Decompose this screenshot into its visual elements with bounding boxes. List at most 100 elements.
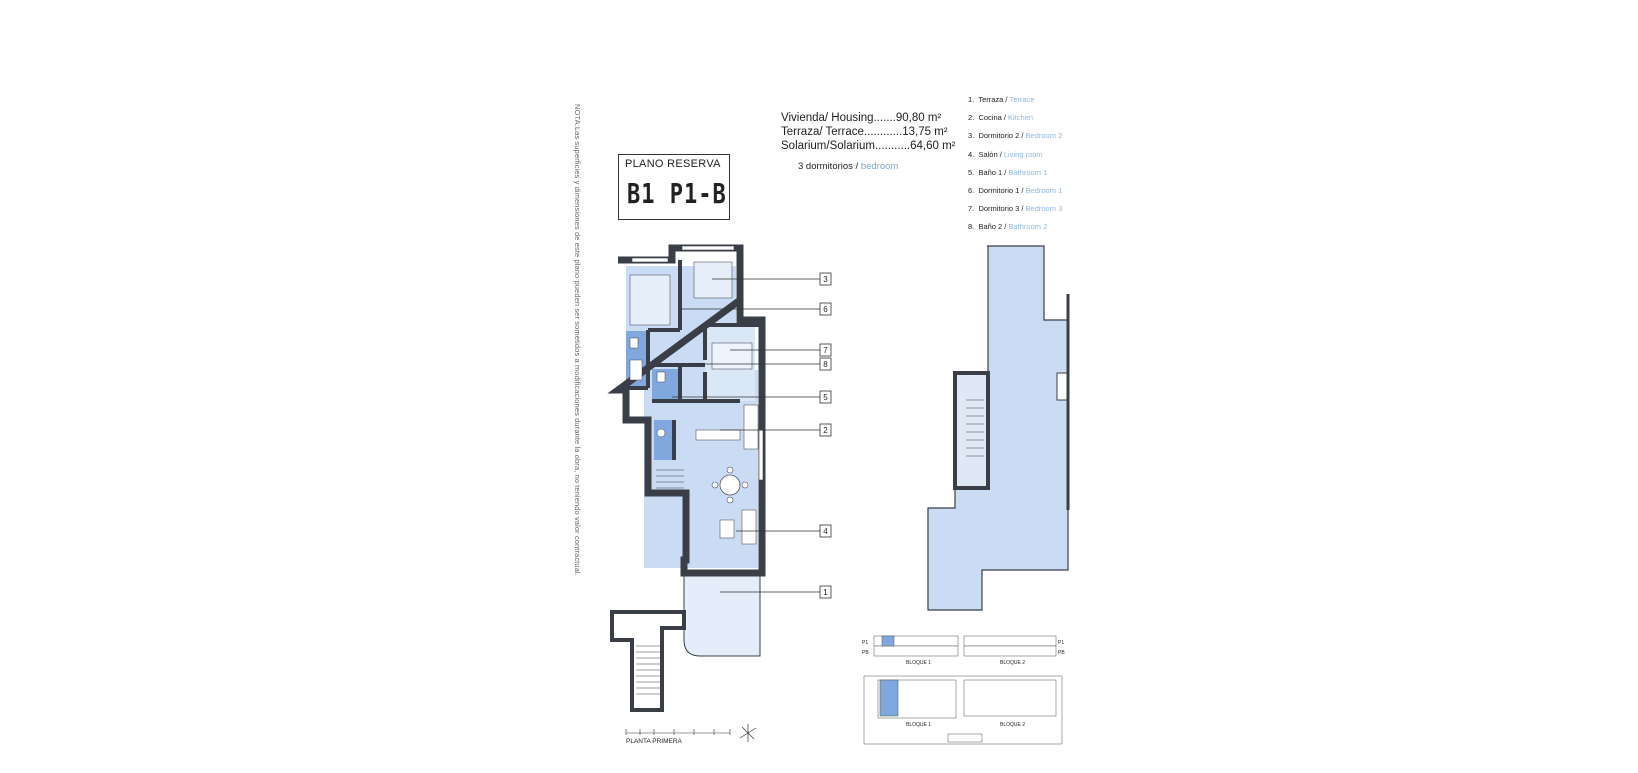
legend-en: Living room bbox=[1003, 149, 1043, 159]
legend-num: 4. bbox=[968, 149, 975, 159]
key-block2-label-site: BLOQUE 2 bbox=[1000, 722, 1025, 728]
legend-en: Terrace bbox=[1009, 95, 1035, 104]
window bbox=[681, 245, 735, 251]
bed-icon bbox=[711, 342, 753, 370]
toilet-icon bbox=[629, 337, 639, 349]
key-plan-labels: BLOQUE 1 BLOQUE 2 BLOQUE 1 BLOQUE 2 P1 P… bbox=[862, 640, 1065, 728]
legend-es: Cocina / bbox=[978, 113, 1006, 123]
key-block1-label-site: BLOQUE 1 bbox=[906, 722, 931, 728]
shower-icon bbox=[629, 359, 643, 381]
area-value: 13,75 m² bbox=[902, 126, 948, 138]
kitchen-island bbox=[695, 429, 741, 441]
laundry-fill bbox=[654, 420, 674, 460]
legend-en: Bedroom 3 bbox=[1025, 204, 1063, 214]
legend-es: Dormitorio 1 / bbox=[978, 185, 1024, 195]
legend-num: 5. bbox=[968, 167, 975, 177]
sofa-icon bbox=[741, 509, 757, 545]
legend-es: Terraza / bbox=[978, 95, 1008, 104]
area-row-terrace: Terraza/ Terrace............13,75 m² bbox=[781, 125, 956, 139]
unit-code: B1 P1-B bbox=[627, 179, 727, 211]
window bbox=[631, 257, 669, 263]
callout-5: 5 bbox=[823, 393, 828, 402]
legend-item: 6. Dormitorio 1 / Bedroom 1 bbox=[968, 186, 1062, 204]
washing-machine-icon bbox=[656, 428, 666, 438]
callout-2: 2 bbox=[823, 426, 828, 435]
area-summary: Vivienda/ Housing.......90,80 m² Terraza… bbox=[781, 111, 956, 153]
callout-7: 7 bbox=[823, 346, 828, 355]
area-value: 64,60 m² bbox=[910, 140, 956, 152]
chair-icon bbox=[741, 481, 749, 489]
first-floor-plan bbox=[607, 244, 766, 712]
legend-num: 6. bbox=[968, 185, 975, 195]
bedroom-count-es: 3 dormitorios / bbox=[798, 161, 859, 172]
legend-en: Bedroom 2 bbox=[1025, 131, 1063, 141]
key-block1-label: BLOQUE 1 bbox=[906, 660, 931, 666]
solarium-plan bbox=[927, 245, 1070, 611]
legend-en: Bathroom 1 bbox=[1008, 167, 1048, 177]
callout-1: 1 bbox=[823, 588, 828, 597]
coffee-table-icon bbox=[719, 519, 735, 539]
scale-bar bbox=[625, 729, 731, 735]
plan-reserve-label: PLANO RESERVA bbox=[625, 158, 721, 170]
toilet-icon bbox=[656, 371, 666, 383]
bedroom-count: 3 dormitorios / bedroom bbox=[798, 161, 898, 172]
legend-item: 8. Baño 2 / Bathroom 2 bbox=[968, 222, 1062, 240]
callout-3: 3 bbox=[823, 275, 828, 284]
callout-8: 8 bbox=[823, 360, 828, 369]
legend-num: 8. bbox=[968, 222, 975, 232]
legend-num: 1. bbox=[968, 95, 975, 104]
legend-num: 3. bbox=[968, 131, 975, 141]
bed-icon bbox=[693, 261, 733, 299]
legend-item: 5. Baño 1 / Bathroom 1 bbox=[968, 168, 1062, 186]
chair-icon bbox=[726, 466, 734, 474]
legend-num: 2. bbox=[968, 113, 975, 123]
area-row-solarium: Solarium/Solarium...........64,60 m² bbox=[781, 139, 956, 153]
key-plan bbox=[863, 635, 1063, 745]
callouts bbox=[672, 272, 832, 599]
bed-icon bbox=[629, 274, 671, 326]
legend-item: 3. Dormitorio 2 / Bedroom 2 bbox=[968, 131, 1062, 149]
callout-4: 4 bbox=[823, 527, 828, 536]
room-legend: 1. Terraza / Terrace 2. Cocina / Kitchen… bbox=[968, 95, 1062, 241]
legend-item: 4. Salón / Living room bbox=[968, 150, 1062, 168]
bathroom-1-fill bbox=[652, 369, 680, 401]
floor-label: PLANTA PRIMERA bbox=[626, 738, 683, 745]
callout-labels: 3 6 7 8 5 2 4 1 bbox=[823, 275, 828, 597]
chair-icon bbox=[711, 481, 719, 489]
area-value: 90,80 m² bbox=[895, 112, 942, 124]
legend-es: Salón / bbox=[978, 149, 1002, 159]
legend-es: Baño 1 / bbox=[978, 167, 1007, 177]
parapet-block bbox=[1056, 372, 1069, 401]
legend-item: 1. Terraza / Terrace bbox=[968, 95, 1062, 113]
stair-core bbox=[953, 371, 990, 490]
bedroom-count-en: bedroom bbox=[860, 161, 899, 172]
key-level-p1: P1 bbox=[862, 640, 868, 646]
legend-item: 2. Cocina / Kitchen bbox=[968, 113, 1062, 131]
area-label: Terraza/ Terrace............ bbox=[781, 126, 903, 138]
solarium-area bbox=[927, 245, 1069, 611]
key-level-pb: PB bbox=[862, 650, 869, 656]
legend-en: Kitchen bbox=[1008, 113, 1034, 123]
interior-walls bbox=[626, 260, 762, 460]
stairs-icon bbox=[656, 469, 684, 489]
legend-es: Baño 2 / bbox=[978, 222, 1007, 232]
legend-en: Bedroom 1 bbox=[1025, 185, 1063, 195]
north-arrow-icon bbox=[739, 724, 757, 742]
key-level-p1-right: P1 bbox=[1058, 640, 1064, 646]
key-level-pb-right: PB bbox=[1058, 650, 1065, 656]
terrace-area bbox=[683, 572, 761, 657]
kitchen-counter bbox=[743, 404, 759, 450]
window bbox=[758, 429, 764, 481]
area-label: Vivienda/ Housing....... bbox=[781, 112, 896, 124]
legend-es: Dormitorio 3 / bbox=[978, 204, 1024, 214]
area-row-housing: Vivienda/ Housing.......90,80 m² bbox=[781, 111, 956, 125]
legend-es: Dormitorio 2 / bbox=[978, 131, 1024, 141]
area-label: Solarium/Solarium........... bbox=[781, 140, 911, 152]
solarium-stairs-icon bbox=[966, 399, 984, 457]
exterior-stair-wall bbox=[610, 610, 686, 712]
key-block2-label: BLOQUE 2 bbox=[1000, 660, 1025, 666]
legend-en: Bathroom 2 bbox=[1008, 222, 1048, 232]
legend-num: 7. bbox=[968, 204, 975, 214]
callout-6: 6 bbox=[823, 305, 828, 314]
